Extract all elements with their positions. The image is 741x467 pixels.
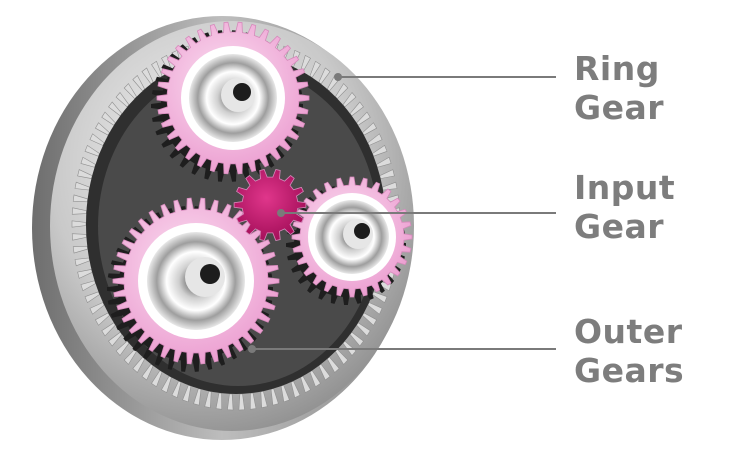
ring-gear-tooth [318, 67, 331, 85]
ring-gear-tooth [204, 390, 212, 409]
ring-gear-tooth [367, 133, 383, 146]
ring-gear-tooth [171, 380, 182, 399]
outer-gears-label-line1: Outer [574, 312, 683, 351]
outer-gear-right [286, 176, 413, 305]
ring-gear-tooth [74, 257, 90, 267]
ring-gear-tooth [84, 144, 100, 157]
ring-gear-tooth [309, 370, 321, 388]
ring-gear-tooth [71, 220, 87, 228]
outer-gears-label: Outer Gears [574, 312, 684, 390]
ring-gear-tooth [84, 291, 100, 304]
ring-gear-tooth [101, 111, 116, 126]
ring-gear-tooth [141, 67, 154, 85]
ring-gear-tooth [309, 60, 321, 78]
gearSun-teeth [233, 169, 307, 241]
ring-gear-tooth [356, 322, 371, 337]
ring-gear-tooth [108, 101, 123, 117]
ring-gear-tooth [326, 356, 340, 373]
input-gear-label-line1: Input [574, 168, 676, 207]
ring-gear-tooth [72, 194, 88, 203]
outer-gear-top [151, 21, 310, 182]
outer-gears-leader-dot [248, 345, 256, 353]
ring-gear-label-line1: Ring [574, 49, 660, 88]
ring-gear-tooth [290, 380, 301, 399]
outer-gear-bottom [107, 197, 280, 372]
ring-gear-tooth [193, 388, 202, 406]
ring-gear-tooth [89, 302, 105, 315]
ring-gear-tooth [151, 60, 163, 78]
ring-gear-tooth [382, 181, 398, 191]
outer-gears-label-line2: Gears [574, 351, 685, 390]
ring-gear-tooth [141, 363, 154, 381]
ring-gear-tooth [372, 144, 388, 157]
input-gear-leader-dot [277, 209, 285, 217]
ring-gear-leader-dot [334, 73, 342, 81]
ring-gear-tooth [115, 92, 130, 108]
ring-gear-label-line2: Gear [574, 88, 665, 127]
ring-gear-tooth [349, 331, 364, 347]
input-gear [233, 169, 307, 241]
ring-gear-label: Ring Gear [574, 49, 664, 127]
ring-gear-tooth [260, 390, 268, 409]
leader-lines [248, 73, 556, 353]
ring-gear-tooth [318, 363, 331, 381]
input-gear-label-line2: Gear [574, 207, 665, 246]
ring-gear-tooth [132, 75, 146, 92]
input-gear-label: Input Gear [574, 168, 675, 246]
ring-gear-tooth [151, 370, 163, 388]
